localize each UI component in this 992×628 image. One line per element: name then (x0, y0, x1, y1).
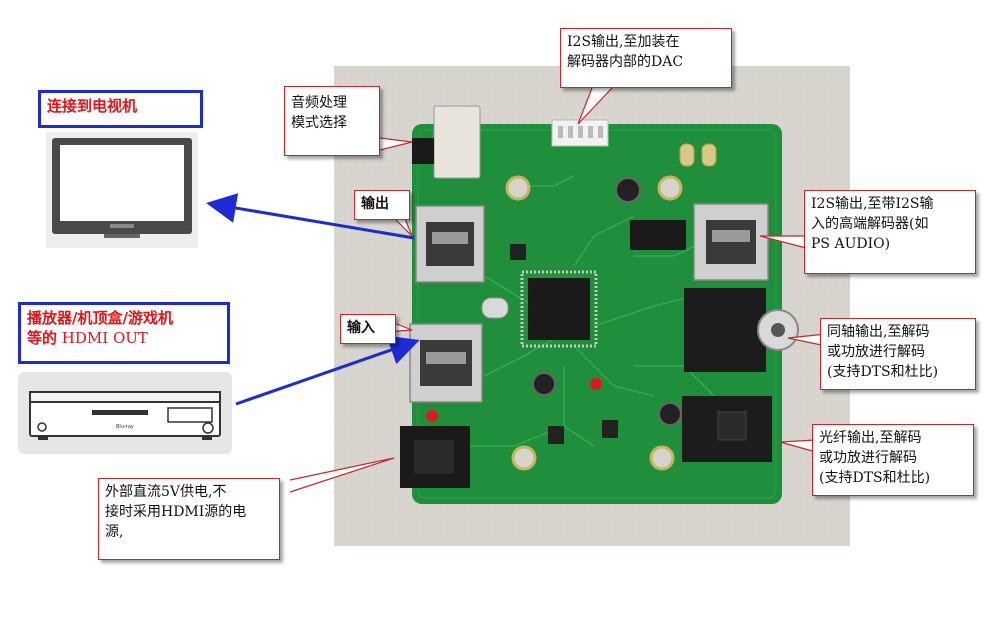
callout-audio-mode-line2: 模式选择 (291, 115, 347, 131)
player-label-line1: 播放器/机顶盒/游戏机 (27, 309, 173, 327)
tv-icon (46, 132, 198, 248)
callout-i2s-hdmi-line2: 入的高端解码器(如 (811, 216, 929, 232)
callout-coax: 同轴输出,至解码 或功放进行解码 (支持DTS和杜比) (820, 318, 976, 390)
player-label-en: HDMI OUT (57, 329, 148, 347)
callout-power: 外部直流5V供电,不 接时采用HDMI源的电 源, (98, 478, 280, 560)
callout-i2s-dac-line1: I2S输出,至加装在 (567, 34, 680, 50)
callout-i2s-hdmi-line3: PS AUDIO) (811, 236, 891, 252)
callout-power-line2: 接时采用HDMI源的电 (105, 504, 247, 520)
callout-power-line1: 外部直流5V供电,不 (105, 484, 227, 500)
callout-coax-line1: 同轴输出,至解码 (827, 324, 930, 340)
callout-output: 输出 (354, 190, 410, 220)
callout-output-text: 输出 (361, 196, 389, 212)
player-label-cn: 等的 (27, 329, 58, 347)
callout-coax-line2: 或功放进行解码 (827, 344, 925, 360)
player-label-line2: 等的 HDMI OUT (27, 328, 221, 348)
callout-input: 输入 (340, 314, 396, 344)
player-label: 播放器/机顶盒/游戏机 等的 HDMI OUT (18, 302, 230, 364)
callout-optical-line2: 或功放进行解码 (819, 450, 917, 466)
callout-coax-line3: (支持DTS和杜比) (827, 364, 939, 380)
callout-input-text: 输入 (347, 320, 375, 336)
media-player-icon: Blu-ray (18, 372, 232, 454)
pcb-photo (334, 66, 850, 546)
callout-i2s-hdmi: I2S输出,至带I2S输 入的高端解码器(如 PS AUDIO) (804, 190, 976, 274)
callout-i2s-dac-line2: 解码器内部的DAC (567, 54, 684, 70)
tv-label: 连接到电视机 (38, 90, 203, 128)
tv-label-text: 连接到电视机 (47, 97, 138, 115)
callout-optical: 光纤输出,至解码 或功放进行解码 (支持DTS和杜比) (812, 424, 974, 496)
callout-i2s-dac: I2S输出,至加装在 解码器内部的DAC (560, 28, 732, 88)
audio-mode-switch (433, 105, 481, 179)
main-chip (528, 278, 590, 340)
coax-rca-port (684, 288, 766, 372)
callout-audio-mode-line1: 音频处理 (291, 95, 347, 111)
svg-text:Blu-ray: Blu-ray (116, 424, 134, 430)
callout-optical-line1: 光纤输出,至解码 (819, 430, 922, 446)
callout-optical-line3: (支持DTS和杜比) (819, 470, 931, 486)
callout-power-line3: 源, (105, 524, 124, 540)
callout-i2s-hdmi-line1: I2S输出,至带I2S输 (811, 196, 934, 212)
callout-audio-mode: 音频处理 模式选择 (284, 86, 380, 156)
